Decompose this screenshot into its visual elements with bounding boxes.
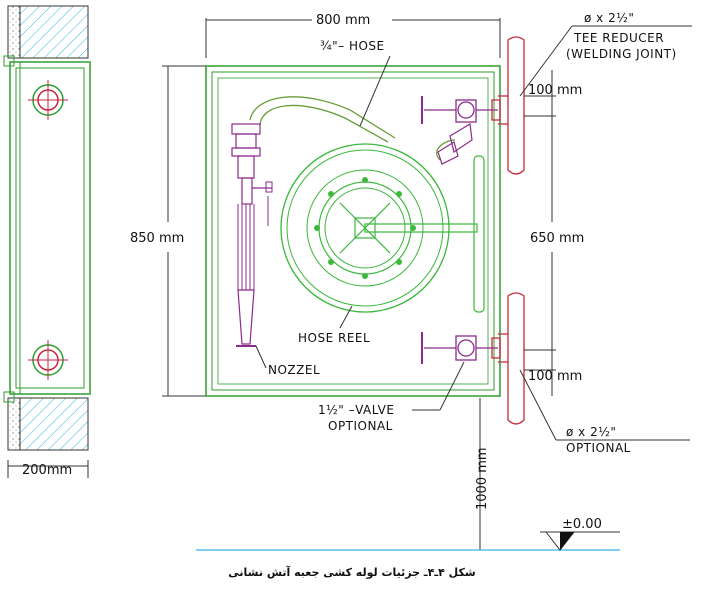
hose-reel [280,143,485,313]
dim-elevation: 1000 mm [475,447,490,510]
label-tee-size: ø x 2½" [584,11,634,25]
dim-wall-depth: 200mm [22,463,72,478]
dim-between-tees: 650 mm [530,231,584,246]
label-hose: ¾"– HOSE [320,39,385,53]
cabinet-outer [205,65,501,397]
figure-caption: شکل ۴ـ۴ـ جزئیات لوله کشی جعبه آتش نشانی [228,565,475,579]
wall-plaster-top [7,5,21,59]
label-tee-name: TEE REDUCER [573,31,664,45]
label-lower-size: ø x 2½" [566,425,616,439]
nozzle-assembly [231,123,273,347]
label-tee-note: (WELDING JOINT) [566,47,677,61]
dim-upper-offset: 100 mm [528,83,582,98]
leader-hose [359,55,391,127]
pipe-section-bottom-icon [28,340,68,380]
cabinet-side-inner [15,67,85,389]
label-lower-optional: OPTIONAL [566,441,631,455]
label-hose-reel: HOSE REEL [298,331,370,345]
lower-valve-icon [421,332,498,364]
pipe-section-top-icon [28,80,68,120]
wall-hatch-bottom [19,397,89,451]
level-marker-icon [540,531,620,551]
dim-width: 800 mm [316,13,370,28]
upper-valve-icon [421,96,498,165]
riser-pipe [491,36,525,425]
wall-plaster-bottom [7,397,21,451]
cabinet-side [9,61,91,395]
leader-tee [519,25,573,97]
front-view: 800 mm 850 mm [130,13,501,397]
cabinet-inner [211,71,495,391]
label-valve-optional: OPTIONAL [328,419,393,433]
side-section-view: 200mm [3,5,91,478]
label-nozzle: NOZZEL [268,363,320,377]
label-valve: 1½" –VALVE [318,403,394,417]
right-dimensions [524,70,556,396]
wall-hatch-top [19,5,89,59]
hose-line [249,96,396,139]
dim-height: 850 mm [130,231,184,246]
dim-lower-offset: 100 mm [528,369,582,384]
level-label: ±0.00 [562,517,602,532]
